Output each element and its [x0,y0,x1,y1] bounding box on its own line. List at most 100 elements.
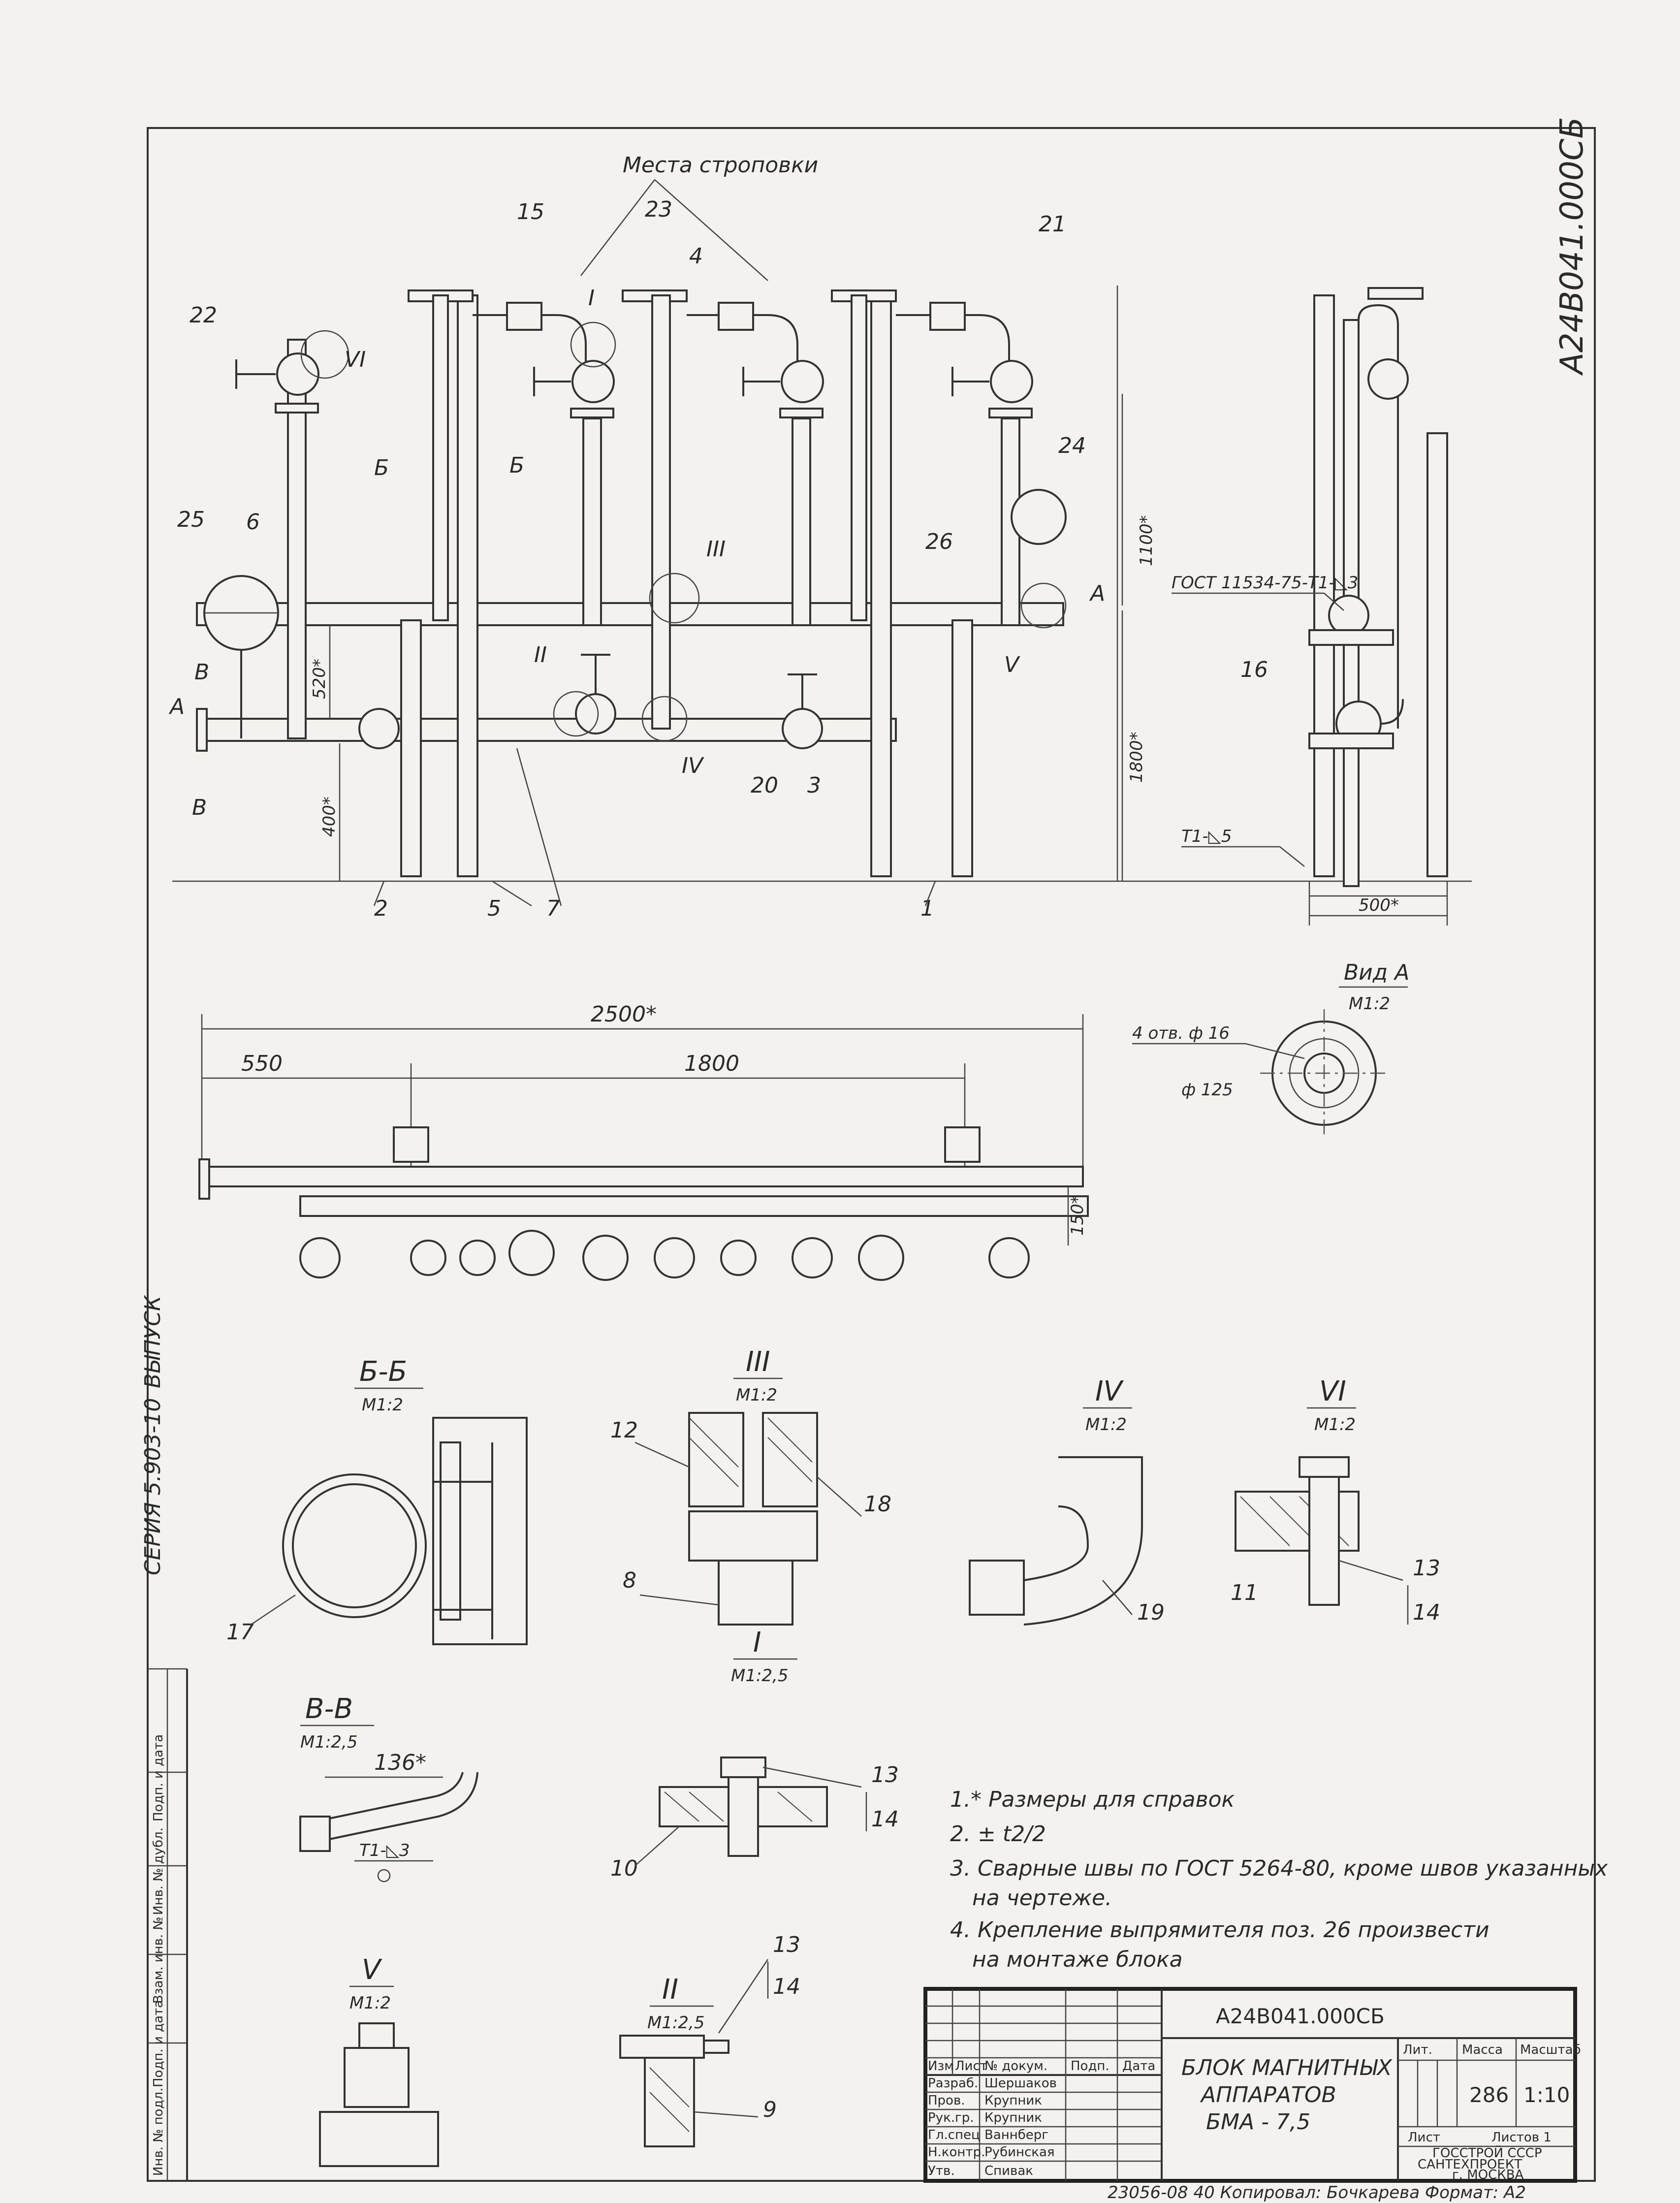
n2-callout-13: 13 [773,1932,800,1957]
section-vv: В-В М1:2,5 136* Т1-◺3 [299,1693,478,1883]
strip-label-3: Взам. инв. № [151,1916,166,2004]
side-dim-500: 500* [1359,895,1399,915]
side-view: 500* Т1-◺5 ГОСТ 11534-75-Т1-◺3 [1116,286,1448,926]
tb-sheet-label: Лист [1408,2130,1440,2145]
tb-name-3: Ваннберг [984,2128,1048,2142]
callout-6: 6 [246,510,260,535]
callout-24: 24 [1058,433,1086,458]
note-1: 1.* Размеры для справок [950,1787,1235,1812]
n4-scale: М1:2 [1085,1415,1127,1435]
tb-mass-label: Масса [1462,2043,1503,2057]
lifting-label: Места строповки [623,153,818,178]
dim-1800: 1800* [1127,732,1146,783]
bb-title: Б-Б [359,1356,407,1388]
roman-II: II [534,642,547,668]
view-a-holes: 4 отв. ф 16 [1132,1023,1230,1043]
n4-callout-19: 19 [1137,1600,1165,1625]
view-a-diameter: ф 125 [1181,1080,1233,1100]
n3-callout-8: 8 [623,1568,636,1593]
support-post-5 [457,294,478,877]
main-front-view: Места строповки 15 23 4 21 22 25 6 24 26… [168,153,1268,921]
tb-org-3: г. МОСКВА [1452,2168,1524,2182]
dim-520: 520* [310,659,329,699]
n1-callout-10: 10 [610,1856,638,1881]
tb-role-3: Гл.спец [928,2128,980,2142]
side-series: СЕРИЯ 5.903-10 [140,1398,165,1575]
node-i: I М1:2,5 13 14 10 [610,1627,899,1881]
strip-label-2: Подп. и дата [151,2000,166,2087]
n6-callout-11: 11 [1231,1580,1258,1605]
callout-23: 23 [645,197,672,222]
valve-1 [571,360,615,403]
callout-20: 20 [751,773,778,798]
n5-scale: М1:2 [349,1993,391,2013]
n6-callout-14: 14 [1413,1600,1440,1625]
n4-title: IV [1095,1375,1124,1407]
callout-4: 4 [689,244,703,269]
side-weld-note: Т1-◺5 [1181,827,1232,846]
view-a-scale: М1:2 [1349,994,1390,1014]
n3-title: III [746,1346,770,1378]
roman-V: V [1004,652,1020,677]
n5-title: V [362,1954,382,1986]
callout-25: 25 [177,507,205,532]
section-v-top: В [194,660,209,685]
plan-dim-550: 550 [241,1051,283,1076]
n3-callout-12: 12 [610,1418,638,1443]
dim-400: 400* [319,797,339,837]
tb-name-4: Рубинская [984,2145,1055,2160]
outer-frame [147,127,1596,2182]
tb-head-date: Дата [1122,2059,1155,2074]
n2-scale: М1:2,5 [647,2013,705,2033]
tb-role-1: Пров. [928,2093,965,2108]
plan-dim-150: 150* [1068,1195,1087,1236]
roman-IV: IV [682,753,704,778]
vv-weld: Т1-◺3 [359,1841,410,1860]
vertical-doc-code: А24В041.000СБ [1554,117,1590,376]
roman-III: III [706,537,726,562]
tb-head-doc: № докум. [984,2059,1047,2074]
section-v-bottom: В [192,795,207,820]
view-a-title: Вид А [1344,960,1409,985]
tb-scale-label: Масштаб [1520,2043,1581,2057]
node-vi: VI М1:2 11 13 14 [1231,1375,1440,1625]
tb-name-2: Крупник [984,2110,1042,2125]
tb-role-4: Н.контр. [928,2145,985,2160]
node-iv: IV М1:2 19 [969,1375,1165,1626]
tb-org-1: ГОССТРОЙ СССР [1432,2145,1542,2161]
view-a: Вид А М1:2 4 отв. ф 16 ф 125 [1132,960,1409,1137]
n1-scale: М1:2,5 [731,1666,789,1686]
support-post-1b [951,619,973,877]
n6-title: VI [1319,1375,1346,1407]
valve-4 [276,352,319,396]
tb-role-2: Рук.гр. [928,2110,974,2125]
tb-role-0: Разраб. [928,2076,978,2091]
note-2: 2. ± t2/2 [950,1821,1046,1847]
roman-VI: VI [345,347,366,372]
node-v: V М1:2 [319,1954,439,2167]
tb-scale: 1:10 [1523,2083,1570,2107]
vv-scale: М1:2,5 [300,1732,358,1752]
note-3b: на чертеже. [972,1885,1112,1911]
tb-name-5: Спивак [984,2164,1033,2178]
title-block: Изм Лист № докум. Подп. Дата Разраб. Шер… [923,1987,1581,2183]
strip-label-5: Подп. и дата [151,1734,166,1821]
n3-callout-18: 18 [864,1492,891,1517]
callout-22: 22 [190,303,217,328]
callout-26: 26 [925,529,953,554]
bb-scale: М1:2 [362,1395,403,1415]
support-post-1a [870,294,892,877]
roman-I: I [588,286,595,311]
tb-sheets-label: Листов 1 [1491,2130,1552,2145]
section-b-right: Б [509,453,524,478]
vv-dim-136: 136* [374,1750,426,1775]
footer-copy-note: 23056-08 40 Копировал: Бочкарева Формат:… [1108,2183,1526,2203]
valve-3 [990,360,1033,403]
support-post-2 [400,619,422,877]
n2-callout-9: 9 [763,2097,777,2122]
tb-head-list: Лист [955,2059,987,2074]
notes: 1.* Размеры для справок 2. ± t2/2 3. Сва… [950,1787,1608,1972]
note-4b: на монтаже блока [972,1947,1183,1972]
tb-name-1: Крупник [984,2093,1042,2108]
upper-header-pipe [196,602,1064,626]
